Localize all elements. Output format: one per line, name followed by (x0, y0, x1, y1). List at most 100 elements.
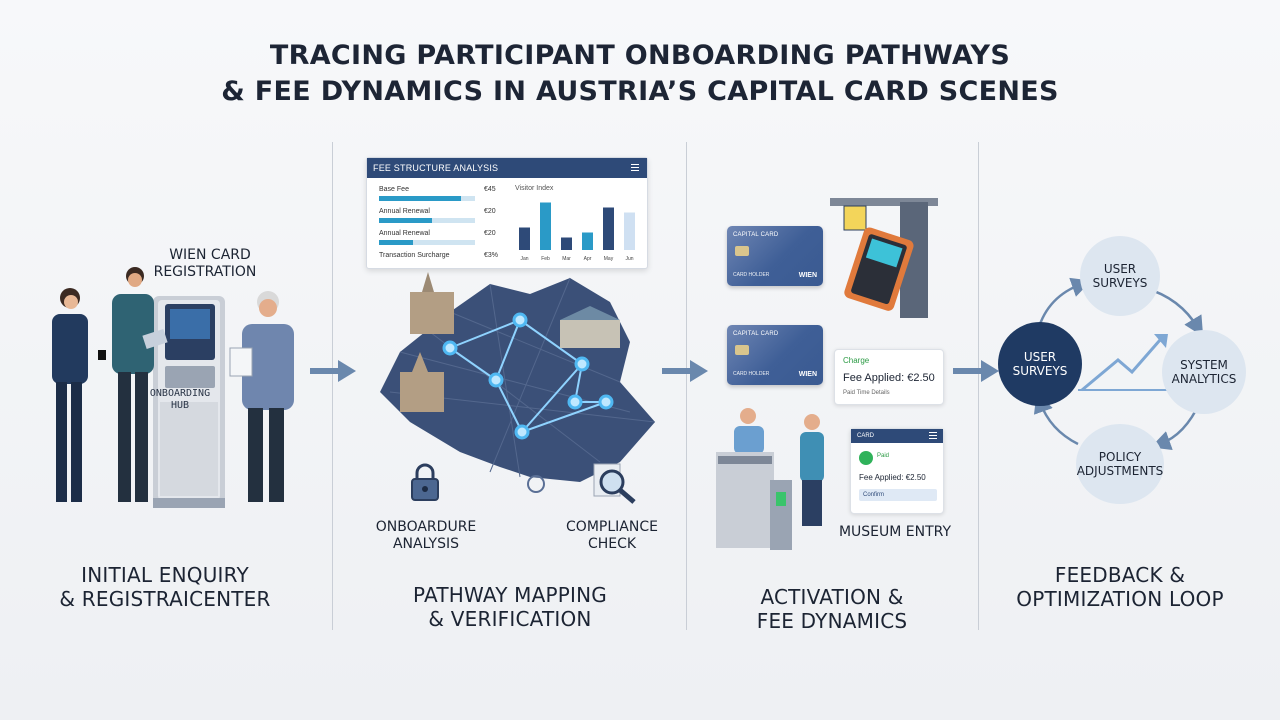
stage1-caption-line2: & REGISTRAICENTER (59, 587, 271, 611)
notice-status: Charge (843, 356, 870, 365)
onboarding-analysis-label: ONBOARDURE ANALYSIS (366, 519, 486, 553)
registration-scene-illustration (52, 267, 294, 508)
capital-card-bottom: CAPITAL CARD CARD HOLDER WIEN (727, 325, 823, 385)
fee-row: Annual Renewal€20 (379, 208, 496, 215)
card-holder: CARD HOLDER (733, 272, 770, 278)
node-right-line1: SYSTEM (1180, 358, 1228, 372)
onboarding-label-line2: ANALYSIS (392, 536, 460, 552)
chart-tick-label: Feb (541, 256, 550, 262)
kiosk-text: ONBOARDING HUB (140, 388, 220, 412)
chart-heading: Visitor Index (515, 185, 554, 192)
kiosk-text-line1: ONBOARDING (149, 388, 211, 399)
node-policy-adjustments: POLICY ADJUSTMENTS (1076, 424, 1164, 504)
stage-divider-2 (686, 142, 687, 630)
chart-bar (519, 227, 530, 250)
stage3-caption-line1: ACTIVATION & (760, 585, 904, 609)
node-system-analytics: SYSTEM ANALYTICS (1162, 330, 1246, 414)
person-elder-icon (229, 291, 294, 502)
kiosk-label-line2: REGISTRATION (153, 264, 257, 280)
flow-arrow-icon (310, 360, 356, 382)
payment-terminal-icon (830, 198, 938, 318)
museum-gate-illustration (716, 408, 824, 550)
stage4-caption-line2: OPTIMIZATION LOOP (1016, 587, 1224, 611)
card-name: CAPITAL CARD (733, 331, 779, 337)
chart-tick-label: May (604, 256, 614, 262)
chart-bar (603, 207, 614, 250)
capital-card-top: CAPITAL CARD CARD HOLDER WIEN (727, 226, 823, 286)
node-left-line1: USER (1023, 350, 1057, 364)
stage3-caption-line2: FEE DYNAMICS (756, 609, 908, 633)
person-woman-icon (52, 288, 106, 502)
node-top-line2: SURVEYS (1092, 276, 1148, 290)
compliance-check-label: COMPLIANCE CHECK (552, 519, 672, 553)
stage2-caption-line2: & VERIFICATION (428, 607, 592, 631)
church-icon (400, 352, 444, 412)
payment-app-screen: CARD Paid Fee Applied: €2.50 Confirm (850, 428, 944, 514)
fee-row: Base Fee€45 (379, 186, 496, 193)
feedback-loop-arrows (1033, 277, 1204, 451)
compliance-label-line1: COMPLIANCE (566, 519, 658, 535)
notice-fee: Fee Applied: €2.50 (843, 372, 935, 384)
phone-status: Paid (877, 453, 890, 459)
card-holder: CARD HOLDER (733, 371, 770, 377)
notice-sub: Paid Time Details (843, 390, 890, 396)
node-right-line2: ANALYTICS (1171, 372, 1237, 386)
stage2-caption-line1: PATHWAY MAPPING (413, 583, 607, 607)
flow-arrow-icon (662, 360, 708, 382)
stage-divider-1 (332, 142, 333, 630)
map-node-icon (442, 312, 614, 440)
node-top-line1: USER (1103, 262, 1137, 276)
stage1-caption-line1: INITIAL ENQUIRY (81, 563, 249, 587)
chart-tick-label: Jan (520, 256, 528, 262)
stage-divider-3 (978, 142, 979, 630)
chart-tick-label: Mar (562, 256, 571, 262)
page-title: TRACING PARTICIPANT ONBOARDING PATHWAYS (269, 40, 1011, 71)
fee-bar (379, 218, 475, 223)
fee-bar (379, 196, 475, 201)
menu-icon[interactable] (631, 164, 639, 173)
chip-icon (735, 345, 749, 355)
fee-row: Annual Renewal€20 (379, 230, 496, 237)
stage4-caption-line1: FEEDBACK & (1054, 563, 1186, 587)
museum-entry-label: MUSEUM ENTRY (838, 524, 952, 540)
lock-icon (411, 463, 439, 501)
card-name: CAPITAL CARD (733, 232, 779, 238)
card-city: WIEN (798, 371, 817, 378)
chart-bar (582, 232, 593, 250)
fee-bar (379, 240, 475, 245)
trend-chart-icon (1078, 334, 1170, 392)
fee-applied-notice: Charge Fee Applied: €2.50 Paid Time Deta… (834, 349, 944, 405)
chart-bar (624, 212, 635, 250)
onboarding-label-line1: ONBOARDURE (375, 519, 477, 535)
vienna-map-illustration (380, 272, 656, 493)
node-left-line2: SURVEYS (1012, 364, 1068, 378)
palace-icon (560, 306, 620, 348)
node-user-surveys-left: USER SURVEYS (998, 322, 1082, 406)
chip-icon (735, 246, 749, 256)
confirm-button[interactable]: Confirm (859, 489, 937, 501)
compliance-label-line2: CHECK (587, 536, 637, 552)
phone-fee: Fee Applied: €2.50 (859, 473, 926, 482)
chart-bar (561, 237, 572, 250)
menu-icon[interactable] (929, 432, 937, 439)
node-user-surveys-top: USER SURVEYS (1080, 236, 1160, 316)
phone-header: CARD (851, 429, 943, 443)
kiosk-icon (153, 296, 225, 508)
chart-tick-label: Apr (584, 256, 592, 262)
magnifier-document-icon (593, 463, 636, 504)
page-subtitle: & FEE DYNAMICS IN AUSTRIA’S CAPITAL CARD… (221, 76, 1059, 107)
fee-panel-title: FEE STRUCTURE ANALYSIS (367, 158, 647, 178)
node-bottom-line2: ADJUSTMENTS (1076, 464, 1164, 478)
chart-bar (540, 202, 551, 250)
node-bottom-line1: POLICY (1098, 450, 1142, 464)
kiosk-label-line1: WIEN CARD (169, 247, 251, 263)
fee-row: Transaction Surcharge€3% (379, 252, 499, 259)
fee-structure-panel: FEE STRUCTURE ANALYSIS Base Fee€45 Annua… (366, 157, 648, 269)
cathedral-icon (410, 272, 454, 334)
person-man-icon (112, 267, 168, 502)
kiosk-text-line2: HUB (170, 400, 190, 411)
card-city: WIEN (798, 272, 817, 279)
flow-arrow-icon (953, 360, 999, 382)
check-icon (859, 451, 873, 465)
